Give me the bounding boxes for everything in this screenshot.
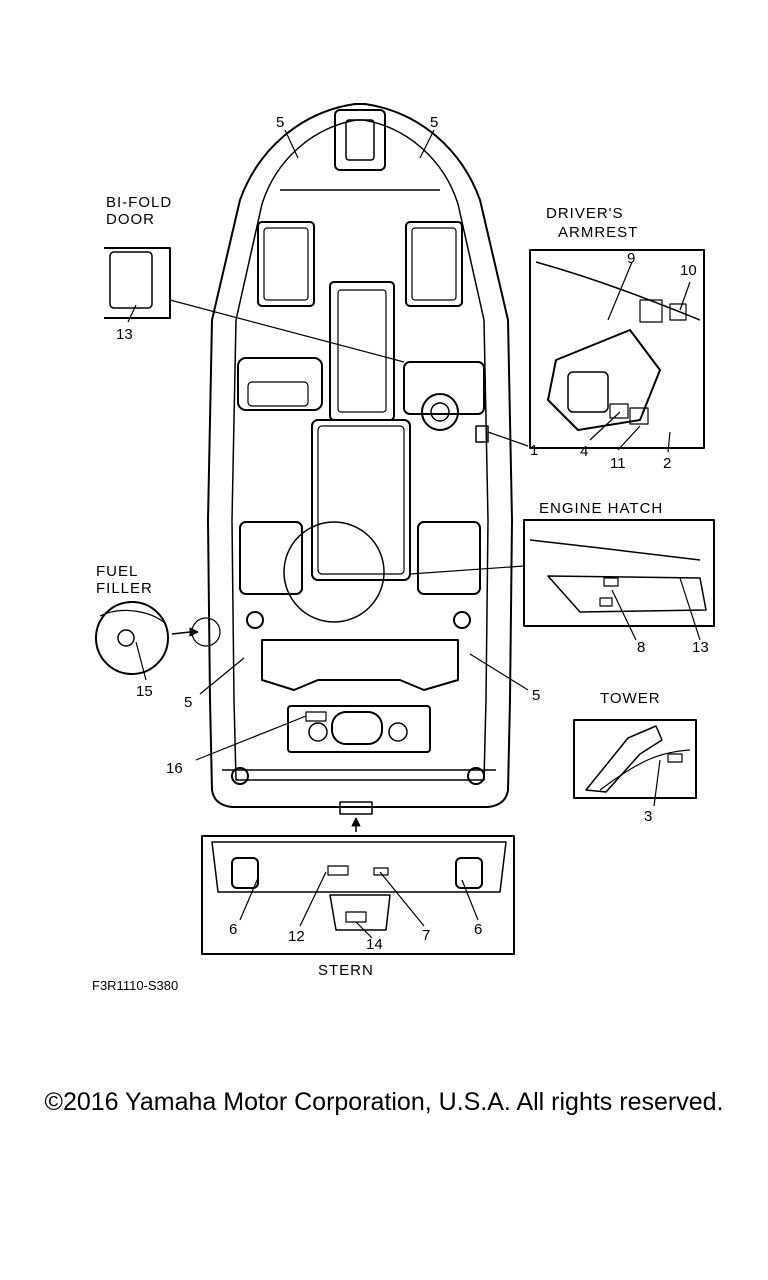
- engine-hatch-inset: [409, 519, 715, 641]
- boat-decal-diagram: BI-FOLD DOOR DRIVER'S ARMREST ENGINE HAT…: [92, 103, 715, 993]
- stern-inset: [201, 817, 515, 955]
- bifold-door-title-1: BI-FOLD: [106, 194, 172, 211]
- callout-7: 7: [422, 927, 430, 944]
- fuel-filler-title-2: FILLER: [96, 580, 153, 597]
- callout-13-hatch: 13: [692, 639, 709, 656]
- callout-13-bifold: 13: [116, 326, 133, 343]
- callout-5-top-left: 5: [276, 114, 284, 131]
- callout-5-bottom-left: 5: [184, 694, 192, 711]
- drivers-armrest-inset: [487, 249, 705, 453]
- callout-2: 2: [663, 455, 671, 472]
- callout-6-right: 6: [474, 921, 482, 938]
- callout-numbers: 5 5 13 9 10 4 11 2 1 8 13 15 5 5 16 3 6 …: [116, 114, 709, 953]
- callout-16: 16: [166, 760, 183, 777]
- figure-code: F3R1110-S380: [92, 978, 178, 993]
- callout-5-top-right: 5: [430, 114, 438, 131]
- bifold-door-inset: [104, 247, 405, 363]
- callout-11: 11: [610, 455, 626, 472]
- callout-14: 14: [366, 936, 383, 953]
- drivers-armrest-title-2: ARMREST: [558, 224, 638, 241]
- copyright-notice: ©2016 Yamaha Motor Corporation, U.S.A. A…: [44, 1088, 724, 1116]
- callout-10: 10: [680, 262, 697, 279]
- callout-9: 9: [627, 250, 635, 267]
- callout-3: 3: [644, 808, 652, 825]
- fuel-filler-inset: [95, 601, 221, 681]
- inset-titles: BI-FOLD DOOR DRIVER'S ARMREST ENGINE HAT…: [96, 194, 663, 979]
- hull-leader-lines: [195, 129, 529, 761]
- callout-5-bottom-right: 5: [532, 687, 540, 704]
- callout-4: 4: [580, 443, 588, 460]
- hull-top-view: [207, 103, 513, 815]
- drivers-armrest-title-1: DRIVER'S: [546, 205, 624, 222]
- fuel-filler-title-1: FUEL: [96, 563, 138, 580]
- stern-title: STERN: [318, 962, 374, 979]
- tower-title: TOWER: [600, 690, 661, 707]
- tower-inset: [573, 719, 697, 807]
- callout-15: 15: [136, 683, 153, 700]
- callout-8: 8: [637, 639, 645, 656]
- engine-hatch-title: ENGINE HATCH: [539, 500, 663, 517]
- callout-1: 1: [530, 442, 538, 459]
- callout-6-left: 6: [229, 921, 237, 938]
- bifold-door-title-2: DOOR: [106, 211, 155, 228]
- callout-12: 12: [288, 928, 305, 945]
